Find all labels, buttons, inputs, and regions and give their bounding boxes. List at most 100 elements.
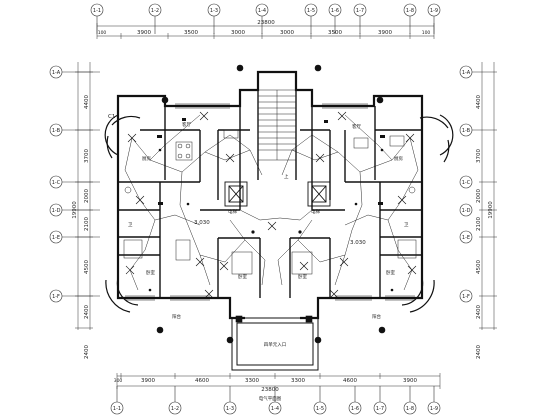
room-label-kitchen-right: 厨房 (394, 155, 403, 162)
light-x (339, 257, 349, 267)
light-x (337, 111, 347, 121)
axis-label: 1-3 (226, 406, 234, 412)
room-label-bath-left: 卫 (128, 222, 133, 228)
light-x (195, 257, 205, 267)
axis-bubble-top-1: 1-1 (90, 3, 104, 34)
light-x (127, 133, 137, 143)
dim-value: 3500 (328, 30, 342, 36)
light-x (299, 261, 309, 271)
dim-value: 2400 (476, 345, 482, 359)
dim-value: 3500 (184, 30, 198, 36)
top-dimension-values: 100 3900 3500 3000 3000 3500 3900 100 (98, 30, 431, 36)
axis-bubble-top-9: 1-9 (427, 3, 441, 34)
axis-label: 1-A (52, 70, 61, 76)
staircase (257, 89, 297, 161)
dim-value: 100 (98, 30, 107, 36)
top-axis-markers: 1-1 1-2 1-3 1-4 1-5 1-6 1-7 1-8 1-9 (90, 3, 441, 34)
electrical-wiring (124, 114, 419, 291)
dim-value: 4400 (476, 95, 482, 109)
axis-label: 1-B (462, 128, 471, 134)
light-x (329, 289, 339, 299)
axis-label: 1-F (52, 294, 60, 300)
window-tag: C1 (108, 114, 115, 120)
bottom-total-dimension: 23800 (261, 387, 279, 393)
axis-label: 1-C (52, 180, 61, 186)
elevator-label-left: 电梯 (228, 208, 237, 215)
axis-label: 1-D (52, 208, 61, 214)
room-label-bedroom-center-left: 卧室 (238, 273, 247, 280)
room-label-bath-right: 卫 (404, 222, 409, 228)
light-fixtures (125, 111, 417, 299)
light-x (219, 261, 229, 271)
dim-value: 3300 (291, 378, 305, 384)
dim-value: 3900 (378, 30, 392, 36)
axis-bubble-top-2: 1-2 (148, 3, 162, 34)
light-x (135, 195, 145, 205)
axis-label: 1-5 (316, 406, 324, 412)
top-total-dimension: 23800 (257, 20, 275, 26)
light-x (199, 111, 209, 121)
axis-label: 1-2 (171, 406, 179, 412)
axis-label: 1-E (462, 235, 470, 241)
axis-label: 1-8 (406, 406, 414, 412)
dim-value: 3900 (141, 378, 155, 384)
elevator-left (224, 181, 248, 207)
axis-label: 1-B (52, 128, 61, 134)
exterior-walls (116, 70, 424, 320)
axis-bubble-top-7: 1-7 (353, 3, 367, 34)
axis-label: 1-F (462, 294, 470, 300)
left-dimension-chain (75, 62, 93, 330)
room-label-living-left: 客厅 (182, 121, 191, 128)
dim-value: 4500 (84, 260, 90, 274)
light-x (125, 265, 135, 275)
bottom-dimension-values: 300 3900 4600 3300 3300 4600 3900 (114, 378, 418, 384)
electrical-symbols (148, 118, 394, 292)
dim-value: 4600 (195, 378, 209, 384)
axis-label: 1-E (52, 235, 60, 241)
left-dimension-values: 4400 3700 2000 2100 4500 2400 19900 2400 (72, 95, 90, 359)
axis-label: 1-1 (113, 406, 121, 412)
axis-label: 1-C (462, 180, 471, 186)
axis-label: 1-2 (151, 8, 159, 14)
bottom-axis-markers: 1-1 1-2 1-3 1-4 1-5 1-6 1-7 1-8 1-9 (110, 386, 441, 415)
dim-value: 2400 (476, 305, 482, 319)
floor-level-right: 3.030 (350, 240, 366, 246)
entry-label: 四单元入口 (264, 341, 287, 348)
dim-value: 4600 (343, 378, 357, 384)
axis-label: 1-6 (351, 406, 359, 412)
dim-value: 4500 (476, 260, 482, 274)
axis-label: 1-7 (376, 406, 384, 412)
room-label-balcony-left: 阳台 (172, 313, 181, 320)
axis-label: 1-D (462, 208, 471, 214)
window-openings (125, 103, 415, 301)
elevator-right (307, 181, 331, 207)
dim-value: 3900 (137, 30, 151, 36)
dim-value: 2400 (84, 345, 90, 359)
room-label-balcony-right: 阳台 (372, 313, 381, 320)
right-dimension-values: 4400 3700 2000 2100 4500 2400 19900 2400 (476, 95, 494, 359)
dim-value: 4400 (84, 95, 90, 109)
axis-label: 1-A (462, 70, 471, 76)
floor-level-left: 3.030 (194, 220, 210, 226)
axis-label: 1-9 (430, 406, 438, 412)
room-label-bedroom-center-right: 卧室 (298, 273, 307, 280)
axis-bubble-top-6: 1-6 (328, 3, 342, 34)
axis-label: 1-7 (356, 8, 364, 14)
top-dimension-chain (96, 23, 435, 39)
entrance-porch (231, 317, 319, 371)
light-x (397, 195, 407, 205)
light-x (204, 289, 214, 299)
axis-label: 1-5 (307, 8, 315, 14)
axis-bubble-top-5: 1-5 (304, 3, 318, 34)
light-x (405, 133, 415, 143)
dim-value: 3700 (84, 149, 90, 163)
interior-walls (118, 90, 422, 298)
dim-value: 3000 (231, 30, 245, 36)
corner-bay-windows (104, 114, 454, 313)
room-label-living-right: 客厅 (352, 123, 361, 130)
bottom-dimension-chain (116, 373, 441, 389)
dim-value: 3900 (403, 378, 417, 384)
right-dimension-chain (472, 62, 497, 330)
room-label-bedroom-right: 卧室 (386, 269, 395, 276)
